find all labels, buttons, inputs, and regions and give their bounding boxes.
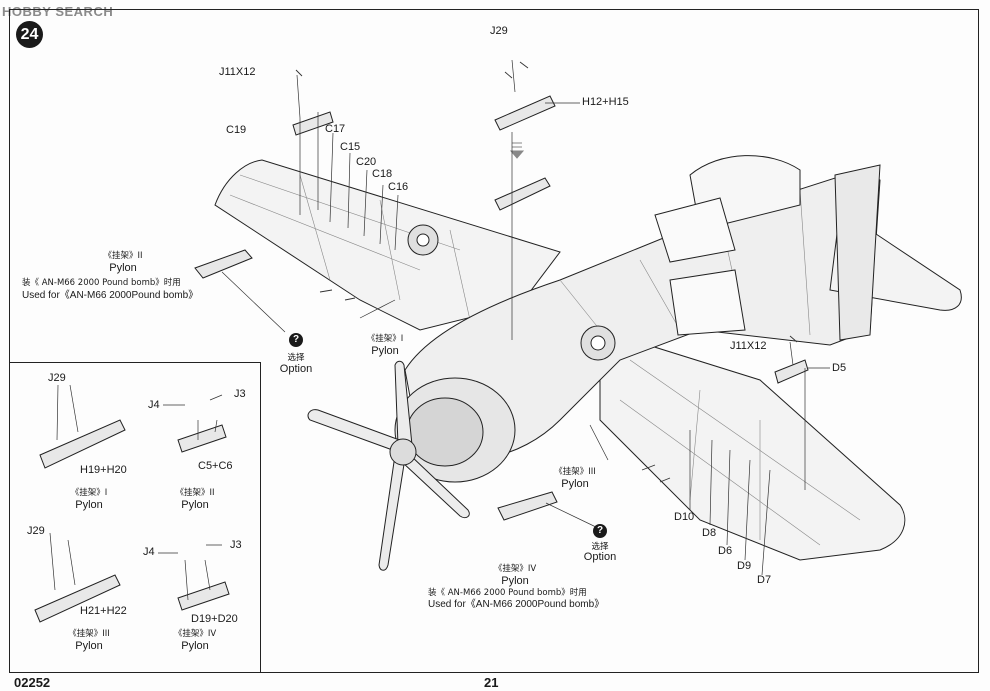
flap-panel bbox=[654, 197, 736, 263]
page-number: 21 bbox=[484, 675, 499, 690]
inset-c-en: Pylon bbox=[75, 640, 103, 652]
callout-h12-h15: H12+H15 bbox=[582, 96, 629, 108]
pylon-4-en: Pylon bbox=[501, 575, 529, 587]
callout-d9: D9 bbox=[737, 560, 752, 572]
callout-c16: C16 bbox=[388, 181, 409, 193]
propeller-blade-up bbox=[394, 360, 413, 446]
inset-pylon-4 bbox=[177, 581, 230, 611]
option-2-zh: 选择 bbox=[591, 542, 609, 552]
inset-c-j29: J29 bbox=[27, 525, 45, 537]
pylon-3-zh: 《挂架》III bbox=[554, 467, 596, 477]
inset-pylon-2 bbox=[177, 424, 227, 453]
page-frame bbox=[9, 9, 979, 673]
callout-c20: C20 bbox=[356, 156, 377, 168]
inset-pylon-1 bbox=[39, 419, 126, 469]
fuselage-frame-lines bbox=[559, 189, 811, 336]
callout-c17: C17 bbox=[325, 123, 346, 135]
callout-j29-top: J29 bbox=[490, 25, 508, 37]
option-1-en: Option bbox=[279, 363, 313, 375]
leader-lines bbox=[221, 59, 830, 576]
callout-d10: D10 bbox=[674, 511, 695, 523]
pylon-2-part bbox=[194, 249, 253, 279]
option-2-en: Option bbox=[583, 551, 617, 563]
inset-b-parts: C5+C6 bbox=[198, 460, 233, 472]
pylon-h12-part bbox=[494, 95, 556, 131]
pylon-3-en: Pylon bbox=[561, 478, 589, 490]
inset-panel bbox=[9, 362, 261, 673]
catalog-number: 02252 bbox=[14, 675, 51, 690]
option-icon: ? bbox=[593, 524, 607, 538]
inset-pylon-3 bbox=[34, 574, 121, 623]
engine-cylinders bbox=[406, 397, 484, 467]
propeller-blade-right bbox=[401, 454, 470, 519]
option-icon: ? bbox=[289, 333, 303, 347]
callout-d7: D7 bbox=[757, 574, 772, 586]
bomb-note-2-zh: 装《 AN-M66 2000 Pound bomb》时用 bbox=[428, 588, 587, 598]
inset-a-parts: H19+H20 bbox=[80, 464, 127, 476]
callout-c19: C19 bbox=[226, 124, 247, 136]
inset-d-parts: D19+D20 bbox=[191, 613, 238, 625]
inset-c-parts: H21+H22 bbox=[80, 605, 127, 617]
inset-d-en: Pylon bbox=[181, 640, 209, 652]
bomb-note-en: Used for《AN-M66 2000Pound bomb》 bbox=[22, 290, 199, 301]
inset-c-zh: 《挂架》III bbox=[68, 629, 110, 639]
pylon-d5-part bbox=[774, 359, 809, 384]
pylon-4-zh: 《挂架》IV bbox=[493, 564, 537, 574]
inset-b-en: Pylon bbox=[181, 499, 209, 511]
left-wing-panel-lines bbox=[229, 174, 471, 321]
inset-b-j4: J4 bbox=[148, 399, 160, 411]
callout-c15: C15 bbox=[340, 141, 361, 153]
inset-a-en: Pylon bbox=[75, 499, 103, 511]
pylon-1-zh: 《挂架》I bbox=[366, 334, 404, 344]
watermark: HOBBY SEARCH bbox=[2, 4, 114, 19]
inset-d-j4: J4 bbox=[143, 546, 155, 558]
pylon-2-en: Pylon bbox=[109, 262, 137, 274]
bolt-parts bbox=[295, 61, 798, 483]
vertical-tail bbox=[834, 164, 881, 341]
callout-d5: D5 bbox=[832, 362, 847, 374]
pylon-2-zh: 《挂架》II bbox=[103, 251, 143, 261]
down-arrow bbox=[509, 142, 525, 159]
inset-b-zh: 《挂架》II bbox=[175, 488, 215, 498]
wing-fold-panel bbox=[669, 269, 746, 336]
propeller-blade-down bbox=[378, 454, 406, 571]
callout-d8: D8 bbox=[702, 527, 717, 539]
bomb-note-zh: 装《 AN-M66 2000 Pound bomb》时用 bbox=[22, 278, 181, 288]
bomb-note-2-en: Used for《AN-M66 2000Pound bomb》 bbox=[428, 599, 605, 610]
pylon-top-part bbox=[494, 177, 551, 211]
callout-c18: C18 bbox=[372, 168, 393, 180]
inset-a-j29: J29 bbox=[48, 372, 66, 384]
callout-j11x12-top: J11X12 bbox=[219, 66, 256, 78]
inset-d-zh: 《挂架》IV bbox=[173, 629, 217, 639]
propeller-blade-left bbox=[307, 409, 406, 453]
inset-d-j3: J3 bbox=[230, 539, 242, 551]
inset-leader-lines bbox=[49, 384, 223, 601]
step-number-badge: 24 bbox=[16, 21, 43, 48]
option-1-zh: 选择 bbox=[287, 353, 305, 363]
propeller-spinner bbox=[389, 438, 417, 466]
pylon-4-part bbox=[497, 491, 558, 521]
callout-j11x12-right: J11X12 bbox=[730, 340, 767, 352]
callout-d6: D6 bbox=[718, 545, 733, 557]
pylon-1-en: Pylon bbox=[371, 345, 399, 357]
inset-b-j3: J3 bbox=[234, 388, 246, 400]
right-wing-panel-lines bbox=[619, 359, 861, 546]
inset-a-zh: 《挂架》I bbox=[70, 488, 108, 498]
